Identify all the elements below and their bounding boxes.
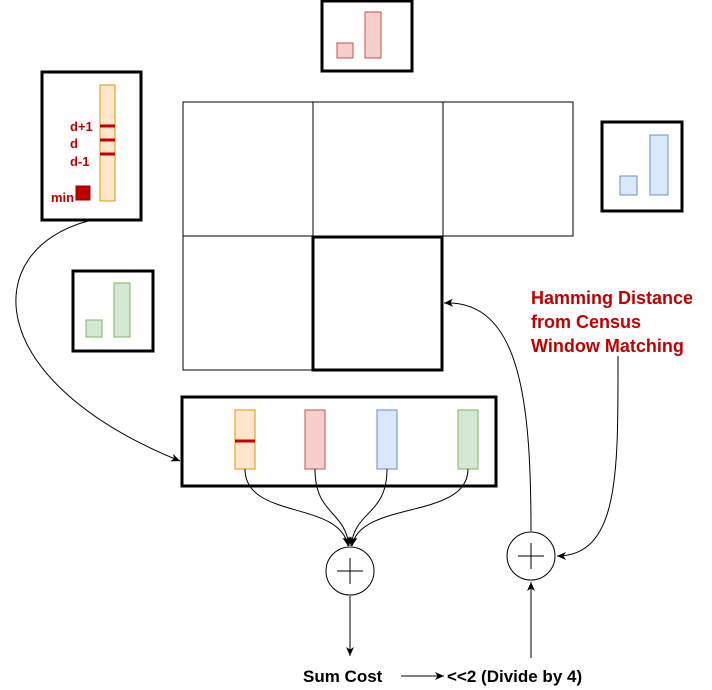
neighbor-bar-tall: [364, 11, 382, 59]
label-min: min: [51, 190, 74, 205]
label-d-minus-1: d-1: [70, 154, 90, 169]
aggregate-bar-blue: [376, 409, 398, 470]
shift-label: <<2 (Divide by 4): [447, 667, 582, 686]
min-marker: [75, 185, 91, 201]
arrow-cost-to-aggregation: [15, 220, 181, 462]
arrow-bar-blue-to-sum: [348, 468, 388, 547]
right-neighbor-box: [600, 120, 684, 213]
aggregate-bar-green: [457, 409, 479, 470]
hamming-label-line1: Hamming Distance: [531, 288, 693, 308]
aggregation-box: [180, 395, 498, 488]
grid-cell: [182, 235, 314, 371]
neighbor-bar-small: [336, 42, 354, 59]
grid-cell: [182, 101, 314, 237]
neighbor-bar-tall: [649, 134, 669, 196]
label-d: d: [70, 136, 78, 151]
cost-vector-bar: [99, 84, 116, 202]
plus-circle-icon: [325, 546, 375, 596]
arrow-hamming-to-adder: [556, 355, 619, 560]
top-neighbor-box: [320, 0, 414, 73]
grid-cell: [442, 101, 574, 237]
arrow-bar-red-to-sum: [314, 468, 352, 547]
pixel-grid: [182, 101, 574, 372]
grid-cell-current: [311, 235, 444, 372]
arrow-adder-to-current-cell: [443, 298, 532, 532]
hamming-label-line2: from Census: [531, 312, 641, 332]
grid-cell: [312, 101, 444, 237]
arrow-bar-orange-to-sum: [244, 468, 351, 547]
left-neighbor-box: [71, 269, 155, 353]
neighbor-bar-tall: [113, 282, 131, 338]
hamming-label-line3: Window Matching: [531, 336, 684, 356]
neighbor-bar-small: [85, 319, 103, 338]
sum-cost-label: Sum Cost: [303, 667, 383, 686]
plus-circle-icon: [506, 531, 556, 581]
arrow-bar-green-to-sum: [349, 468, 469, 547]
label-d-plus-1: d+1: [70, 119, 93, 134]
neighbor-bar-small: [619, 175, 638, 196]
aggregate-bar-red: [304, 409, 326, 470]
cost-vector-box: d+1 d d-1 min: [40, 70, 143, 222]
